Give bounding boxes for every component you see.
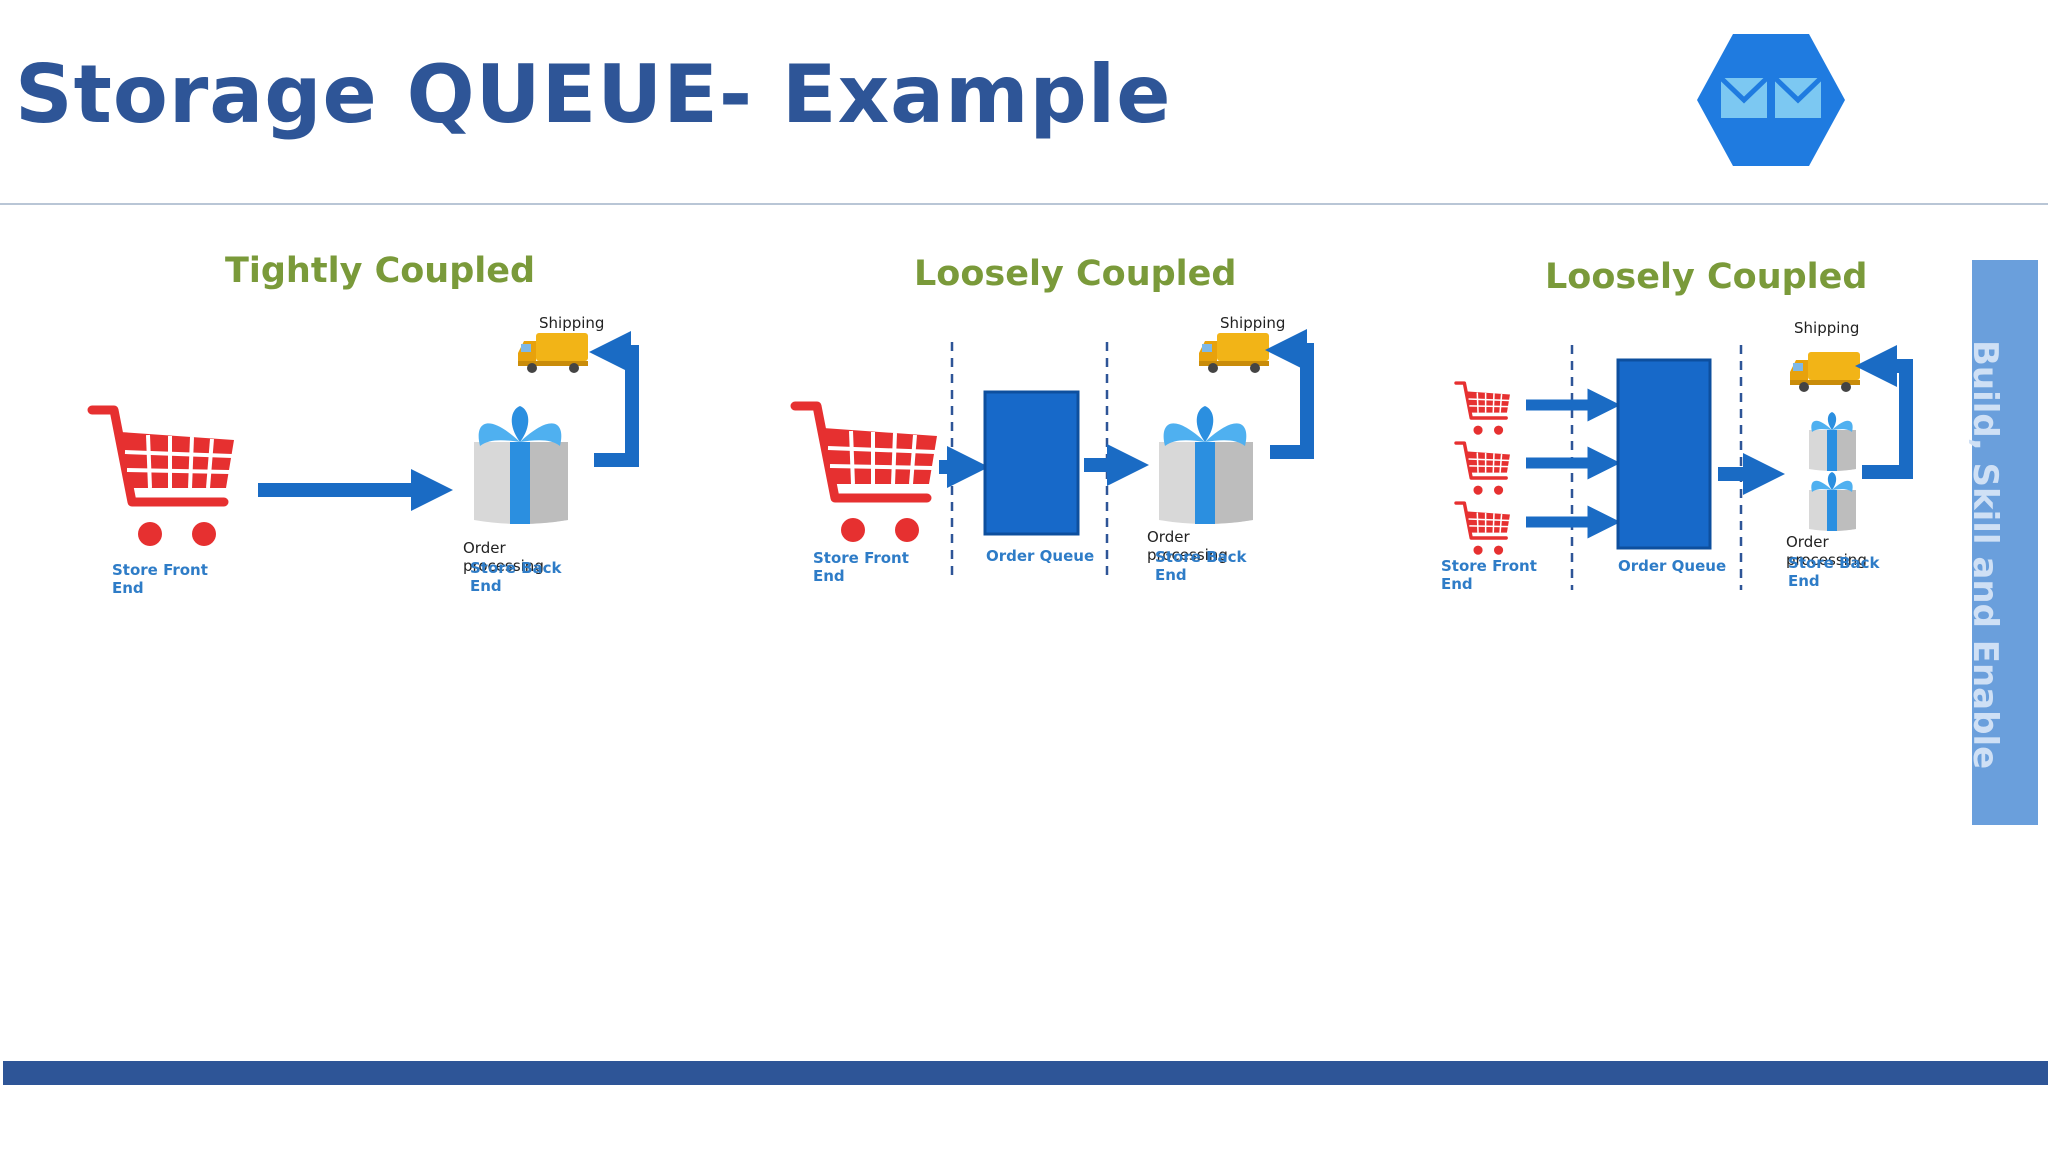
panel-loosely-coupled-single: Loosely Coupled Shipping Store Front End… bbox=[795, 254, 1314, 585]
shopping-cart-icon bbox=[1454, 381, 1512, 437]
queue-envelope-hexagon-icon bbox=[1697, 34, 1845, 166]
gift-box-icon bbox=[1809, 412, 1856, 471]
shipping-return-arrow bbox=[1855, 345, 1913, 479]
shopping-cart-icon bbox=[795, 406, 937, 542]
order-processing-label-line2: processing bbox=[1147, 546, 1228, 564]
shipping-return-arrow bbox=[1265, 329, 1314, 459]
order-queue-label: Order Queue bbox=[986, 547, 1094, 565]
order-queue-block bbox=[1616, 358, 1712, 550]
shopping-cart-icon bbox=[1454, 501, 1512, 557]
delivery-truck-icon bbox=[1199, 333, 1269, 373]
order-processing-label-line1: Order bbox=[463, 539, 506, 557]
side-banner bbox=[1972, 260, 2038, 825]
shipping-return-arrow bbox=[589, 331, 639, 467]
shopping-cart-icon bbox=[92, 410, 234, 546]
footer-bar bbox=[3, 1061, 2048, 1085]
store-back-label-line1: Store Back bbox=[1155, 548, 1248, 566]
gift-box-icon bbox=[1159, 406, 1253, 524]
store-front-label-line2: End bbox=[112, 579, 144, 597]
store-front-label-line1: Store Front bbox=[813, 549, 909, 567]
store-front-label-line1: Store Front bbox=[112, 561, 208, 579]
order-processing-label-line2: processing bbox=[463, 557, 544, 575]
store-front-label-line1: Store Front bbox=[1441, 557, 1537, 575]
order-processing-label-line2: processing bbox=[1786, 551, 1867, 569]
shopping-cart-icon bbox=[1454, 441, 1512, 497]
panel-title: Loosely Coupled bbox=[914, 254, 1236, 294]
panel-loosely-coupled-scaled: Loosely Coupled Shipping Store Front End… bbox=[1441, 257, 1913, 593]
order-processing-label-line1: Order bbox=[1147, 528, 1190, 546]
shipping-label: Shipping bbox=[539, 314, 604, 332]
order-processing-label-line1: Order bbox=[1786, 533, 1829, 551]
order-queue-block bbox=[983, 390, 1080, 536]
slide-title: Storage QUEUE- Example bbox=[15, 48, 1172, 141]
delivery-truck-icon bbox=[1790, 352, 1860, 392]
store-front-label-line2: End bbox=[1441, 575, 1473, 593]
store-back-label-line2: End bbox=[1155, 566, 1187, 584]
panel-title: Tightly Coupled bbox=[225, 251, 535, 291]
shipping-label: Shipping bbox=[1794, 319, 1859, 337]
delivery-truck-icon bbox=[518, 333, 588, 373]
panel-title: Loosely Coupled bbox=[1545, 257, 1867, 297]
store-front-label-line2: End bbox=[813, 567, 845, 585]
gift-box-icon bbox=[474, 406, 568, 524]
order-queue-label: Order Queue bbox=[1618, 557, 1726, 575]
shipping-label: Shipping bbox=[1220, 314, 1285, 332]
store-back-label-line1: Store Back bbox=[1788, 554, 1881, 572]
store-back-label-line1: Store Back bbox=[470, 559, 563, 577]
panel-tightly-coupled: Tightly Coupled Shipping Store Front End… bbox=[92, 251, 639, 597]
header-divider bbox=[0, 203, 2048, 205]
store-back-label-line2: End bbox=[1788, 572, 1820, 590]
store-back-label-line2: End bbox=[470, 577, 502, 595]
gift-box-icon bbox=[1809, 472, 1856, 531]
